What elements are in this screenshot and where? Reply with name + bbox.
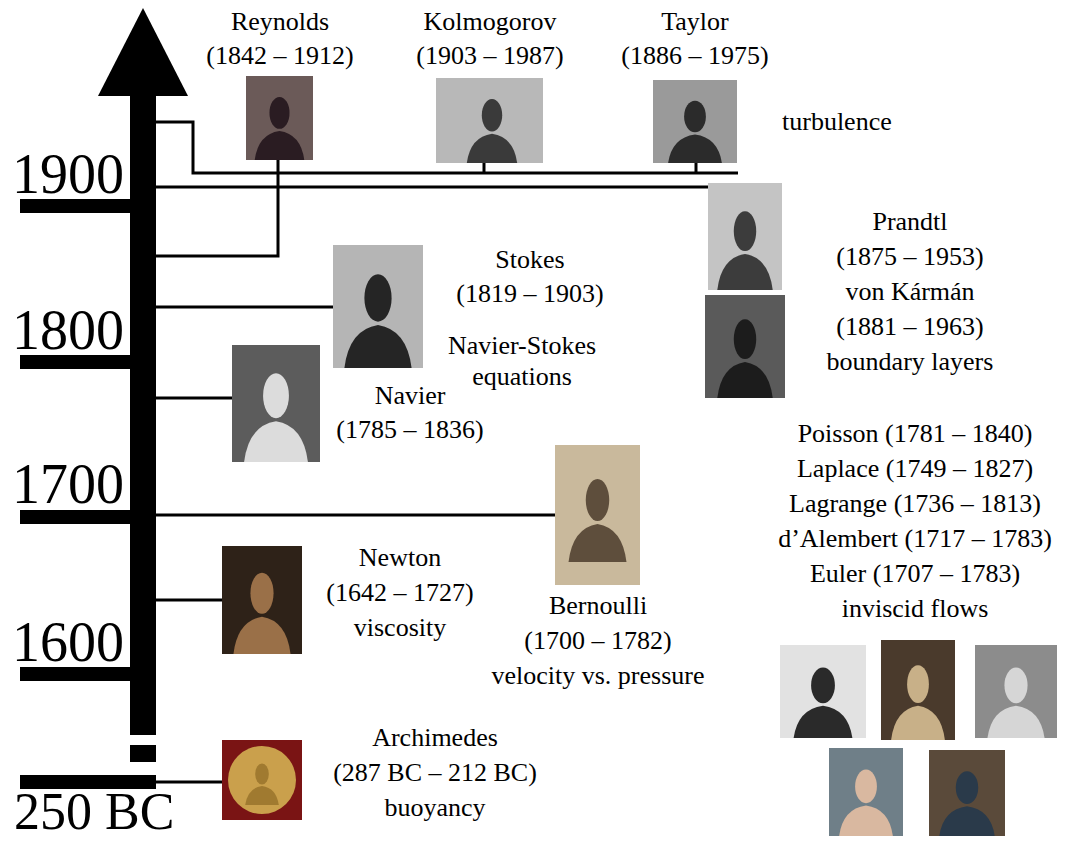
scientist-name: Lagrange (1736 – 1813)	[789, 488, 1041, 519]
stokes-portrait	[333, 245, 423, 368]
lifespan-dates: (1903 – 1987)	[416, 40, 563, 71]
archimedes-leader	[156, 781, 222, 784]
bernoulli-leader	[156, 514, 555, 517]
scientist-name: Newton	[359, 542, 441, 573]
portrait-ground	[246, 76, 313, 160]
topic-label: viscosity	[354, 612, 446, 643]
scientist-name: Bernoulli	[549, 590, 647, 621]
lifespan-dates: (1886 – 1975)	[621, 40, 768, 71]
year-label: 1700	[12, 456, 124, 512]
year-tick	[20, 510, 156, 524]
portrait-figure	[344, 274, 411, 368]
lifespan-dates: (1642 – 1727)	[326, 577, 473, 608]
portrait-figure	[668, 101, 722, 163]
portrait-ground	[708, 183, 782, 290]
reynolds-leader	[156, 160, 278, 256]
portrait-ground	[929, 750, 1005, 836]
newton-portrait	[222, 546, 302, 654]
newton-leader	[156, 599, 222, 602]
boundary-layer-leader	[156, 186, 708, 189]
year-label: 250 BC	[14, 786, 174, 838]
lifespan-dates: (1700 – 1782)	[524, 625, 671, 656]
portrait-ground	[705, 295, 785, 398]
reynolds-portrait	[246, 76, 313, 160]
von-karman-portrait	[705, 295, 785, 398]
topic-label: turbulence	[782, 106, 892, 137]
portrait-ground	[333, 245, 423, 368]
lifespan-dates: (287 BC – 212 BC)	[333, 757, 537, 788]
lifespan-dates: (1819 – 1903)	[456, 278, 603, 309]
laplace-portrait	[881, 640, 955, 740]
axis-break	[130, 745, 156, 762]
topic-label: boundary layers	[827, 346, 994, 377]
portrait-ground	[555, 445, 640, 585]
time-axis	[130, 94, 156, 735]
scientist-name: Archimedes	[372, 722, 498, 753]
lifespan-dates: (1842 – 1912)	[206, 40, 353, 71]
scientist-name: Prandtl	[872, 206, 947, 237]
portrait-figure	[255, 97, 305, 160]
portrait-figure	[569, 479, 627, 562]
portrait-figure	[717, 211, 772, 290]
portrait-figure	[839, 770, 893, 836]
year-label: 1800	[12, 302, 124, 358]
portrait-ground	[881, 640, 955, 740]
scientist-name: Euler (1707 – 1783)	[810, 558, 1020, 589]
stokes-leader	[156, 306, 333, 309]
prandtl-portrait	[708, 183, 782, 290]
scientist-name: d’Alembert (1717 – 1783)	[778, 523, 1052, 554]
portrait-ground	[829, 748, 903, 836]
medal-ground	[222, 740, 302, 820]
scientist-name: Reynolds	[231, 6, 329, 37]
portrait-figure	[987, 667, 1044, 738]
year-label: 1900	[12, 146, 124, 202]
navier-leader	[156, 397, 232, 400]
portrait-ground	[222, 546, 302, 654]
portrait-ground	[436, 78, 543, 163]
archimedes-medal	[222, 740, 302, 820]
navier-bust	[232, 345, 320, 462]
portrait-ground	[975, 645, 1057, 738]
axis-arrowhead	[98, 8, 188, 96]
dalembert-portrait	[829, 748, 903, 836]
turbulence-leader	[483, 163, 486, 173]
year-label: 1600	[12, 614, 124, 670]
scientist-name: Poisson (1781 – 1840)	[798, 418, 1033, 449]
lifespan-dates: (1875 – 1953)	[836, 241, 983, 272]
portrait-ground	[232, 345, 320, 462]
scientist-name: Navier	[375, 380, 446, 411]
portrait-figure	[233, 573, 290, 654]
portrait-figure	[244, 373, 308, 462]
topic-label: inviscid flows	[842, 593, 989, 624]
medal-figure	[245, 764, 279, 806]
topic-label: Navier-Stokes equations	[417, 330, 627, 392]
poisson-portrait	[780, 645, 866, 738]
taylor-portrait	[653, 80, 737, 163]
portrait-ground	[780, 645, 866, 738]
portrait-figure	[467, 99, 517, 163]
portrait-figure	[794, 667, 853, 738]
scientist-name: von Kármán	[845, 276, 974, 307]
medal-disc	[228, 746, 296, 814]
lifespan-dates: (1881 – 1963)	[836, 311, 983, 342]
portrait-figure	[717, 319, 772, 398]
lagrange-portrait	[975, 645, 1057, 738]
turbulence-leader	[695, 163, 698, 173]
lifespan-dates: (1785 – 1836)	[336, 414, 483, 445]
kolmogorov-portrait	[436, 78, 543, 163]
euler-portrait	[929, 750, 1005, 836]
portrait-figure	[939, 771, 994, 836]
portrait-figure	[891, 665, 945, 740]
topic-label: velocity vs. pressure	[491, 660, 704, 691]
scientist-name: Laplace (1749 – 1827)	[797, 453, 1033, 484]
bernoulli-engraving	[555, 445, 640, 585]
portrait-ground	[653, 80, 737, 163]
scientist-name: Stokes	[495, 244, 564, 275]
scientist-name: Taylor	[661, 6, 729, 37]
topic-label: buoyancy	[384, 792, 485, 823]
scientist-name: Kolmogorov	[424, 6, 557, 37]
